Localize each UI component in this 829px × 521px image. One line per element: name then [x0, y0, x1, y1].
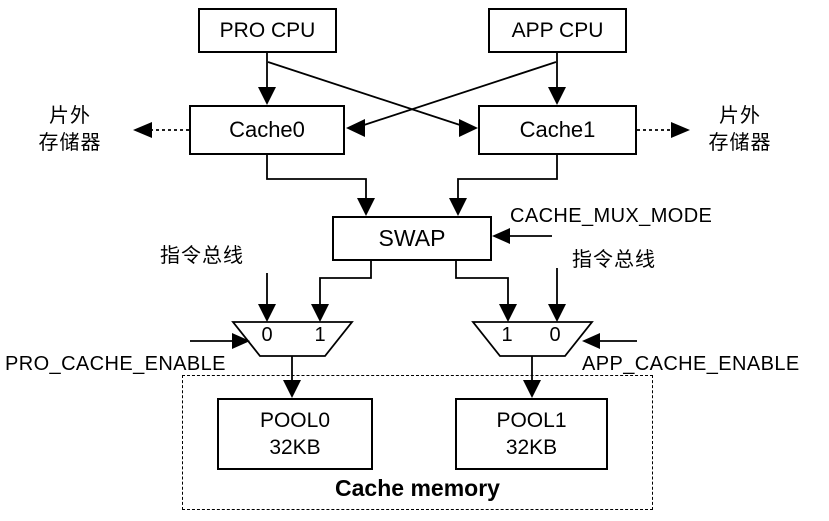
node-swap: SWAP: [332, 216, 492, 261]
arrow-appcpu-to-cache0: [346, 61, 557, 137]
arrow-cache0-to-swap: [266, 155, 375, 216]
arrow-cachemuxmode-to-swap: [492, 228, 552, 244]
arrow-appcpu-to-cache1: [548, 53, 566, 105]
label-instr-bus-right: 指令总线: [572, 249, 656, 271]
mux-right-port0-label: 0: [549, 324, 561, 346]
node-app-cpu: APP CPU: [488, 8, 627, 53]
label-offchip-memory-right: 片外 存储器: [690, 103, 790, 157]
arrow-leftmux-to-pool0: [283, 356, 301, 398]
cache-memory-title: Cache memory: [335, 475, 500, 501]
node-pro-cpu: PRO CPU: [198, 8, 337, 53]
node-cache1-label: Cache1: [519, 117, 596, 142]
arrow-cache1-to-swap: [449, 155, 558, 216]
node-pool1-name: POOL1: [496, 409, 567, 432]
node-cache0-label: Cache0: [229, 117, 305, 142]
node-swap-label: SWAP: [378, 225, 446, 251]
label-cache-mux-mode: CACHE_MUX_MODE: [510, 205, 713, 227]
node-app-cpu-label: APP CPU: [511, 18, 604, 42]
label-offchip-left-line2: 存储器: [38, 132, 102, 154]
label-offchip-memory-left: 片外 存储器: [20, 103, 120, 157]
mux-left-shape: [231, 321, 354, 357]
arrow-instrbus-right: [548, 268, 566, 322]
node-pool0-size: 32KB: [269, 436, 321, 459]
mux-left-port1-label: 1: [314, 324, 326, 346]
node-pool1: POOL1 32KB: [455, 398, 608, 470]
label-app-cache-enable: APP_CACHE_ENABLE: [582, 353, 800, 375]
cache-memory-container: [182, 375, 653, 510]
mux-left-port0-label: 0: [261, 324, 273, 346]
mux-right-port1-label: 1: [501, 324, 513, 346]
label-instr-bus-left: 指令总线: [160, 245, 244, 267]
label-offchip-right-line2: 存储器: [708, 132, 772, 154]
node-pool1-size: 32KB: [505, 436, 558, 459]
arrow-instrbus-left: [258, 273, 276, 322]
label-offchip-left-line1: 片外: [49, 105, 91, 127]
mux-right-shape: [471, 321, 594, 357]
arrow-procpu-to-cache1: [267, 61, 478, 137]
node-cache1: Cache1: [478, 105, 637, 155]
arrow-swap-to-rightmux: [455, 261, 517, 322]
label-pro-cache-enable: PRO_CACHE_ENABLE: [5, 353, 226, 375]
arrow-procpu-to-cache0: [258, 53, 276, 105]
node-cache0: Cache0: [189, 105, 345, 155]
arrow-cache0-to-offchip: [133, 122, 189, 138]
label-offchip-right-line1: 片外: [719, 105, 761, 127]
arrow-appcacheenable: [582, 333, 637, 349]
node-pro-cpu-label: PRO CPU: [219, 18, 316, 42]
arrow-swap-to-leftmux: [311, 261, 372, 322]
node-pool0-name: POOL0: [259, 409, 331, 432]
arrow-rightmux-to-pool1: [523, 356, 541, 398]
arrow-procacheenable: [190, 333, 250, 349]
arrow-cache1-to-offchip: [637, 122, 690, 138]
node-pool0: POOL0 32KB: [217, 398, 373, 470]
